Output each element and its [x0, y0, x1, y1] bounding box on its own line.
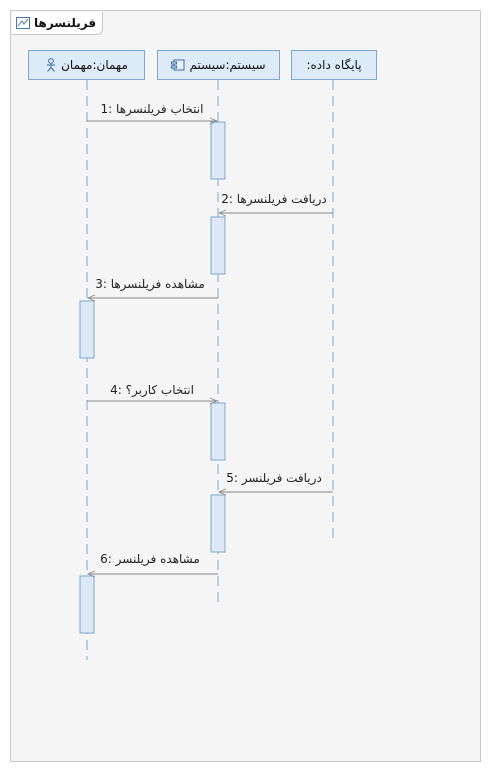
actor-icon — [47, 58, 56, 72]
message-label: 4: انتخاب کاربر؟ — [110, 383, 194, 398]
message-label: 1: انتخاب فریلنسرها — [101, 102, 204, 117]
lifeline-label-database: :پایگاه داده — [306, 58, 362, 72]
sequence-diagram-icon — [16, 17, 30, 29]
activation-bar[interactable] — [210, 402, 226, 461]
activation-bar[interactable] — [210, 216, 226, 275]
lifeline-label-guest: مهمان:مهمان — [61, 58, 128, 72]
diagram-title-tab[interactable]: فریلنسرها — [12, 12, 104, 35]
diagram-title: فریلنسرها — [34, 16, 97, 30]
message-label: 3: مشاهده فریلنسرها — [95, 277, 205, 292]
activation-bar[interactable] — [79, 300, 95, 359]
component-icon — [171, 59, 185, 71]
lifeline-head-system[interactable]: سیستم:سیستم — [157, 50, 280, 80]
lifeline-label-system: سیستم:سیستم — [189, 58, 266, 72]
activation-bar[interactable] — [210, 121, 226, 180]
activation-bar[interactable] — [79, 575, 95, 634]
lifeline-head-guest[interactable]: مهمان:مهمان — [28, 50, 145, 80]
message-label: 5: دریافت فریلنسر — [226, 471, 322, 486]
message-label: 2: دریافت فریلنسرها — [221, 192, 327, 207]
lifeline-head-database[interactable]: :پایگاه داده — [291, 50, 377, 80]
activation-bar[interactable] — [210, 494, 226, 553]
diagram-frame — [10, 10, 481, 762]
message-label: 6: مشاهده فریلنسر — [100, 552, 200, 567]
